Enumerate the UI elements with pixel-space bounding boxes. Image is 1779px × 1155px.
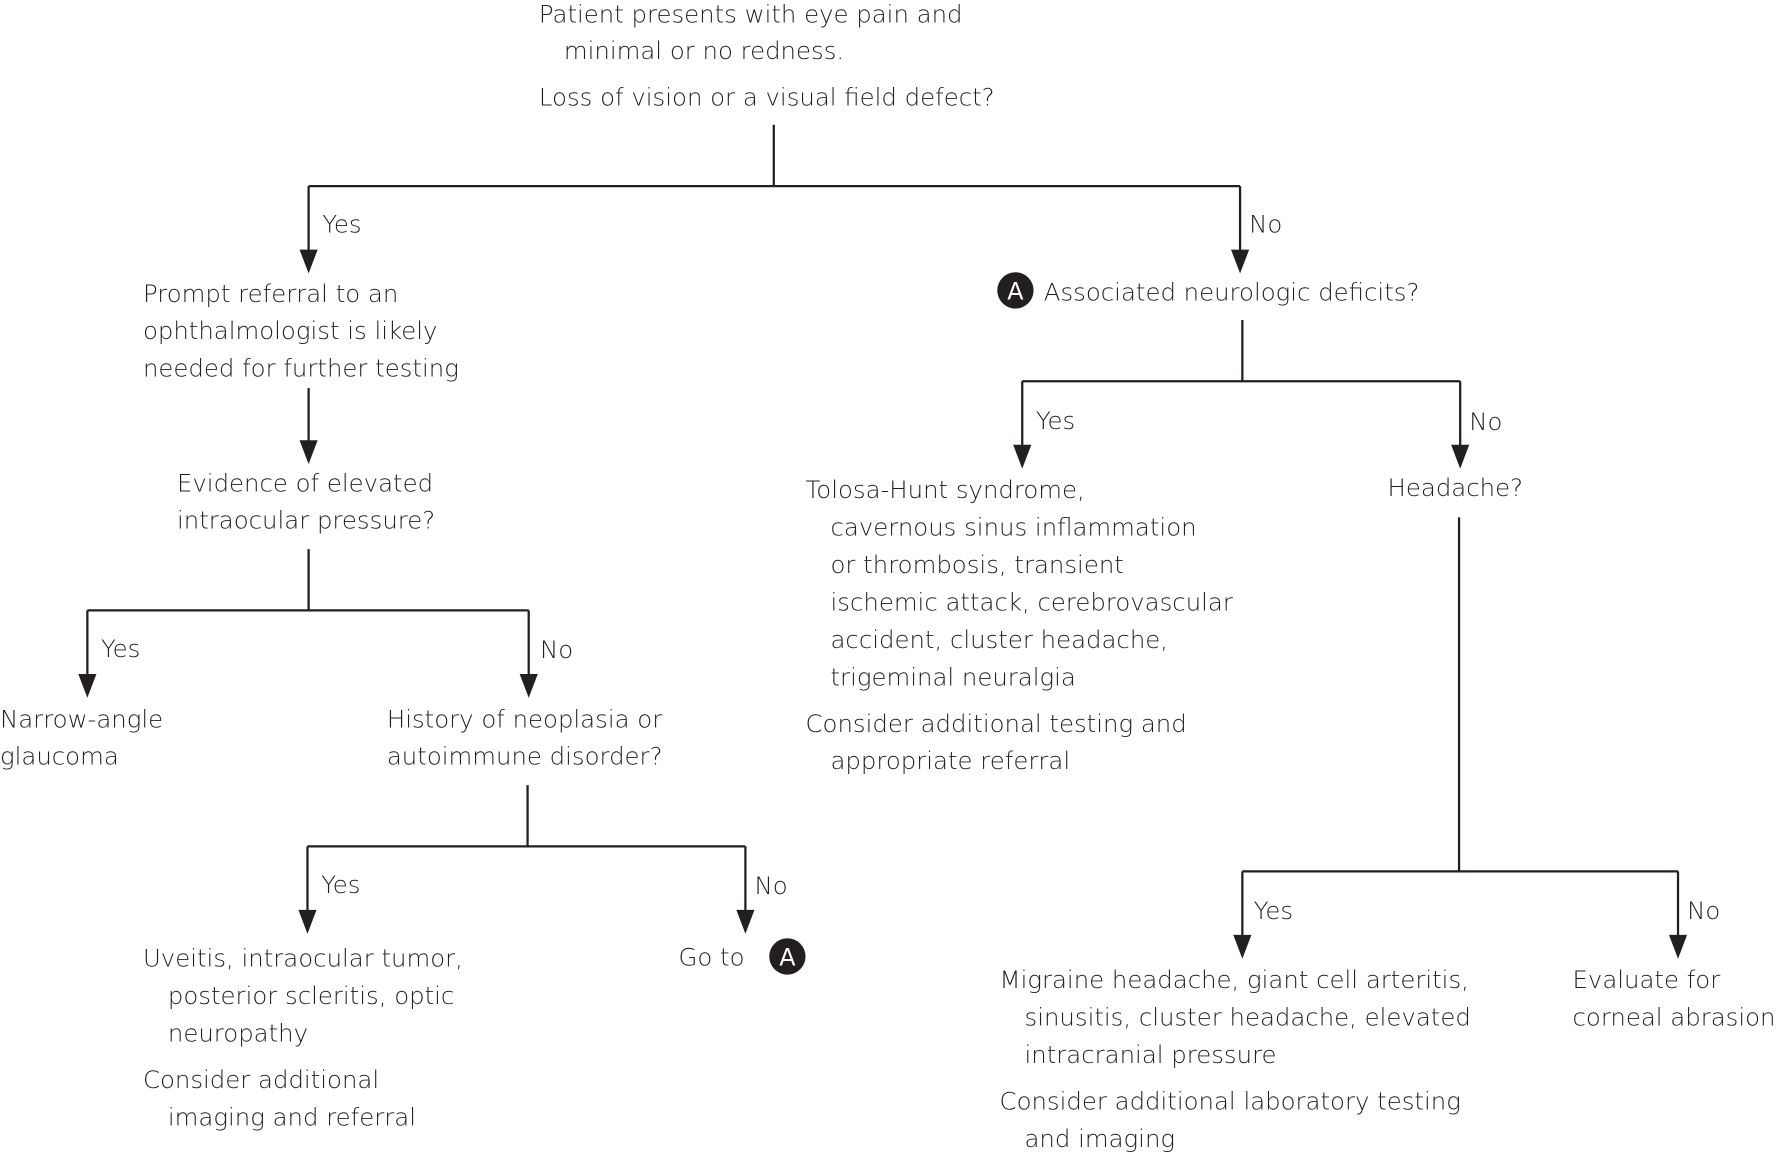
edge-label-vision-no: No (1249, 210, 1282, 239)
connector-badge-label: A (1007, 278, 1024, 306)
node-goto-a: Go to A (678, 938, 806, 975)
node-line: Associated neurologic deficits? (1044, 278, 1420, 307)
node-line: and imaging (1025, 1124, 1176, 1153)
edge-label-headache-no: No (1687, 896, 1720, 925)
node-line: Tolosa-Hunt syndrome, (806, 475, 1085, 504)
node-tolosa: Tolosa-Hunt syndrome, cavernous sinus in… (806, 475, 1233, 775)
node-line: trigeminal neuralgia (831, 662, 1076, 691)
node-line: Uveitis, intraocular tumor, (143, 944, 463, 973)
node-line: ischemic attack, cerebrovascular (831, 587, 1233, 616)
node-line: Loss of vision or a visual field defect? (539, 83, 995, 112)
node-line: intracranial pressure (1025, 1040, 1277, 1069)
node-line: Consider additional (143, 1065, 379, 1094)
node-line: autoimmune disorder? (387, 742, 663, 771)
node-headache: Headache? (1388, 473, 1523, 502)
node-line: Evidence of elevated (177, 468, 433, 497)
node-line: Consider additional laboratory testing (1000, 1087, 1461, 1116)
edge-label-vision-yes: Yes (322, 210, 361, 239)
edge-label-neuro-no: No (1469, 407, 1502, 436)
edge-label-neoplasia-yes: Yes (321, 870, 360, 899)
node-line: ophthalmologist is likely (143, 316, 438, 345)
node-line: Narrow-angle (0, 704, 163, 733)
node-line: corneal abrasion (1573, 1003, 1776, 1032)
edge-label-headache-yes: Yes (1254, 896, 1293, 925)
node-line: Prompt referral to an (143, 279, 398, 308)
connector-badge-icon (997, 272, 1034, 309)
node-line: cavernous sinus inflammation (831, 513, 1197, 542)
connector-badge-icon (769, 938, 806, 975)
node-line: History of neoplasia or (387, 704, 662, 733)
node-corneal: Evaluate for corneal abrasion (1573, 965, 1776, 1031)
goto-label: Go to (678, 943, 744, 972)
node-neoplasia: History of neoplasia or autoimmune disor… (387, 704, 663, 770)
node-referral: Prompt referral to an ophthalmologist is… (143, 279, 459, 383)
connectors (78, 124, 1688, 959)
node-line: Patient presents with eye pain and (539, 0, 963, 29)
node-migraine: Migraine headache, giant cell arteritis,… (1000, 965, 1471, 1153)
connector-badge-label: A (779, 944, 796, 972)
node-line: intraocular pressure? (177, 506, 435, 535)
node-line: or thrombosis, transient (831, 550, 1124, 579)
node-start: Patient presents with eye pain and minim… (539, 0, 995, 112)
node-line: sinusitis, cluster headache, elevated (1025, 1003, 1471, 1032)
node-line: accident, cluster headache, (831, 625, 1169, 654)
edge-label-neoplasia-no: No (754, 871, 787, 900)
node-iop: Evidence of elevated intraocular pressur… (177, 468, 435, 534)
node-line: glaucoma (0, 742, 119, 771)
edge-label-iop-yes: Yes (101, 634, 140, 663)
node-line: posterior scleritis, optic (168, 981, 454, 1010)
node-line: minimal or no redness. (564, 36, 844, 65)
node-line: Migraine headache, giant cell arteritis, (1000, 965, 1469, 994)
node-glaucoma: Narrow-angle glaucoma (0, 704, 163, 770)
edge-label-neuro-yes: Yes (1036, 406, 1075, 435)
node-line: Evaluate for (1573, 965, 1721, 994)
node-neuro: A Associated neurologic deficits? (997, 272, 1420, 309)
node-line: Headache? (1388, 473, 1523, 502)
node-line: appropriate referral (831, 746, 1071, 775)
node-line: neuropathy (168, 1019, 308, 1048)
node-line: needed for further testing (143, 354, 459, 383)
node-line: imaging and referral (168, 1102, 416, 1131)
edge-label-iop-no: No (540, 635, 573, 664)
node-uveitis: Uveitis, intraocular tumor, posterior sc… (143, 944, 463, 1132)
node-line: Consider additional testing and (806, 709, 1187, 738)
